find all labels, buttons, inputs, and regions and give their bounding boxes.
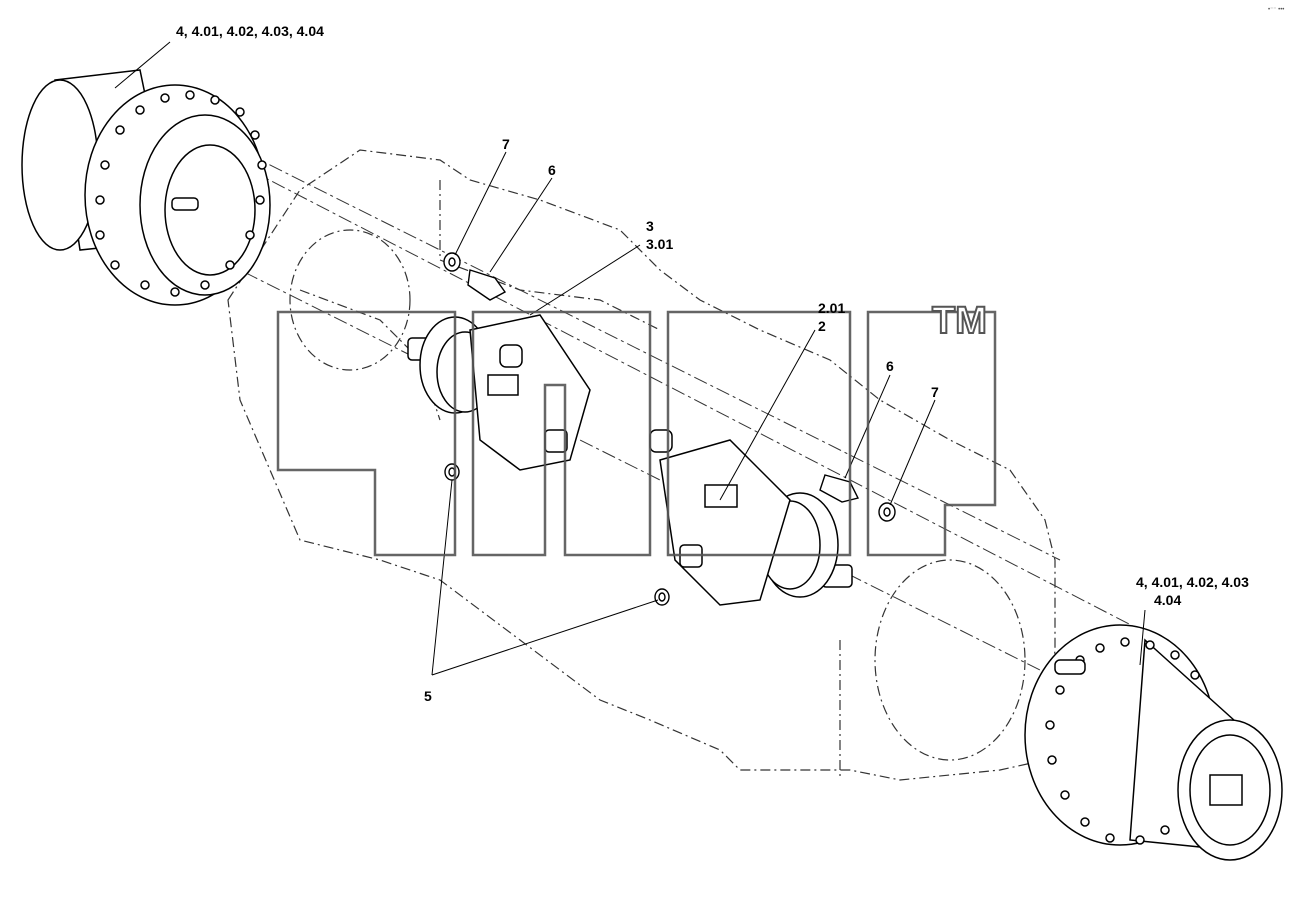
fasteners: [443, 252, 896, 606]
callout-7-right: 7: [931, 384, 939, 400]
assembly-axis-lines: [179, 119, 1161, 701]
callout-7-top: 7: [502, 136, 510, 152]
callout-4-left: 4, 4.01, 4.02, 4.03, 4.04: [176, 23, 324, 39]
callout-3: 3: [646, 218, 654, 234]
callout-2-01: 2.01: [818, 300, 846, 316]
callout-5: 5: [424, 688, 432, 704]
left-hydraulic-motor: [407, 314, 591, 471]
axle-housing: [227, 149, 1056, 781]
callout-2: 2: [818, 318, 826, 334]
leader-lines: [114, 41, 1146, 676]
callout-4-right-line2: 4.04: [1154, 592, 1182, 608]
watermark-logo: [276, 310, 997, 557]
left-hub-bolt-holes: [95, 90, 267, 297]
callout-4-right-line1: 4, 4.01, 4.02, 4.03: [1136, 574, 1249, 590]
trademark-symbol: TM: [931, 299, 988, 343]
right-hydraulic-motor: [649, 429, 853, 606]
callout-6-top: 6: [548, 162, 556, 178]
bolt-6-top: [467, 269, 507, 301]
bolt-6-right: [819, 474, 860, 503]
right-hub-bolt-holes: [1045, 637, 1200, 845]
callout-6-right: 6: [886, 358, 894, 374]
left-final-drive: [21, 69, 271, 306]
right-final-drive: [1024, 624, 1283, 861]
corner-mark: •⁻⁻ •••: [1268, 7, 1285, 13]
callout-3-01: 3.01: [646, 236, 674, 252]
